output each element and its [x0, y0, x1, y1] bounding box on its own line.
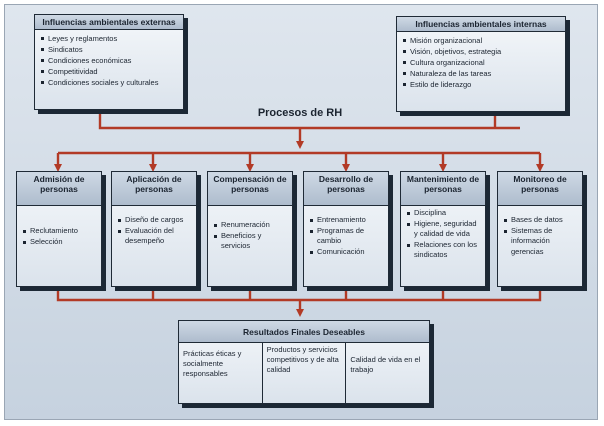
process-box-compensacion: Compensación de personas Renumeración Be… — [207, 171, 293, 287]
process-list: Bases de datos Sistemas de información g… — [498, 206, 582, 259]
list-item: Cultura organizacional — [403, 57, 561, 68]
list-item: Beneficios y servicios — [214, 231, 288, 252]
list-item: Evaluación del desempeño — [118, 226, 192, 247]
list-item: Entrenamiento — [310, 215, 384, 226]
list-item: Selección — [23, 237, 97, 248]
results-cell: Productos y servicios competitivos y de … — [263, 343, 347, 403]
list-item: Relaciones con los sindicatos — [407, 240, 481, 261]
list-item: Bases de datos — [504, 215, 578, 226]
internal-influences-list: Misión organizacional Visión, objetivos,… — [397, 32, 565, 92]
process-box-aplicacion: Aplicación de personas Diseño de cargos … — [111, 171, 197, 287]
process-heading: Desarrollo de personas — [304, 172, 388, 206]
list-item: Condiciones sociales y culturales — [41, 77, 179, 88]
list-item: Misión organizacional — [403, 35, 561, 46]
process-heading: Aplicación de personas — [112, 172, 196, 206]
list-item: Sindicatos — [41, 44, 179, 55]
results-heading: Resultados Finales Deseables — [179, 321, 429, 343]
process-box-monitoreo: Monitoreo de personas Bases de datos Sis… — [497, 171, 583, 287]
process-list: Disciplina Higiene, seguridad y calidad … — [401, 206, 485, 263]
list-item: Higiene, seguridad y calidad de vida — [407, 219, 481, 240]
process-heading: Mantenimiento de personas — [401, 172, 485, 206]
internal-influences-box: Influencias ambientales internas Misión … — [396, 16, 566, 112]
list-item: Estilo de liderazgo — [403, 79, 561, 90]
connector-external — [98, 111, 520, 130]
list-item: Renumeración — [214, 220, 288, 231]
process-list: Renumeración Beneficios y servicios — [208, 206, 292, 254]
list-item: Diseño de cargos — [118, 215, 192, 226]
external-influences-heading: Influencias ambientales externas — [35, 15, 183, 30]
process-box-admision: Admisión de personas Reclutamiento Selec… — [16, 171, 102, 287]
process-box-desarrollo: Desarrollo de personas Entrenamiento Pro… — [303, 171, 389, 287]
connector-collect — [56, 288, 542, 302]
process-heading: Monitoreo de personas — [498, 172, 582, 206]
list-item: Disciplina — [407, 208, 481, 219]
list-item: Visión, objetivos, estrategia — [403, 46, 561, 57]
diagram-title: Procesos de RH — [257, 107, 343, 119]
process-list: Diseño de cargos Evaluación del desempeñ… — [112, 206, 196, 249]
results-box: Resultados Finales Deseables Prácticas é… — [178, 320, 430, 404]
list-item: Sistemas de información gerencias — [504, 226, 578, 258]
internal-influences-heading: Influencias ambientales internas — [397, 17, 565, 32]
list-item: Condiciones económicas — [41, 55, 179, 66]
list-item: Reclutamiento — [23, 226, 97, 237]
process-list: Reclutamiento Selección — [17, 206, 101, 249]
list-item: Leyes y reglamentos — [41, 33, 179, 44]
process-heading: Admisión de personas — [17, 172, 101, 206]
process-list: Entrenamiento Programas de cambio Comuni… — [304, 206, 388, 259]
process-box-mantenimiento: Mantenimiento de personas Disciplina Hig… — [400, 171, 486, 287]
process-heading: Compensación de personas — [208, 172, 292, 206]
list-item: Competitividad — [41, 66, 179, 77]
list-item: Comunicación — [310, 247, 384, 258]
external-influences-box: Influencias ambientales externas Leyes y… — [34, 14, 184, 110]
list-item: Naturaleza de las tareas — [403, 68, 561, 79]
external-influences-list: Leyes y reglamentos Sindicatos Condicion… — [35, 30, 183, 90]
results-cell: Calidad de vida en el trabajo — [350, 355, 421, 374]
list-item: Programas de cambio — [310, 226, 384, 247]
results-cell: Prácticas éticas y socialmente responsab… — [179, 343, 263, 403]
results-cells: Prácticas éticas y socialmente responsab… — [179, 343, 429, 403]
